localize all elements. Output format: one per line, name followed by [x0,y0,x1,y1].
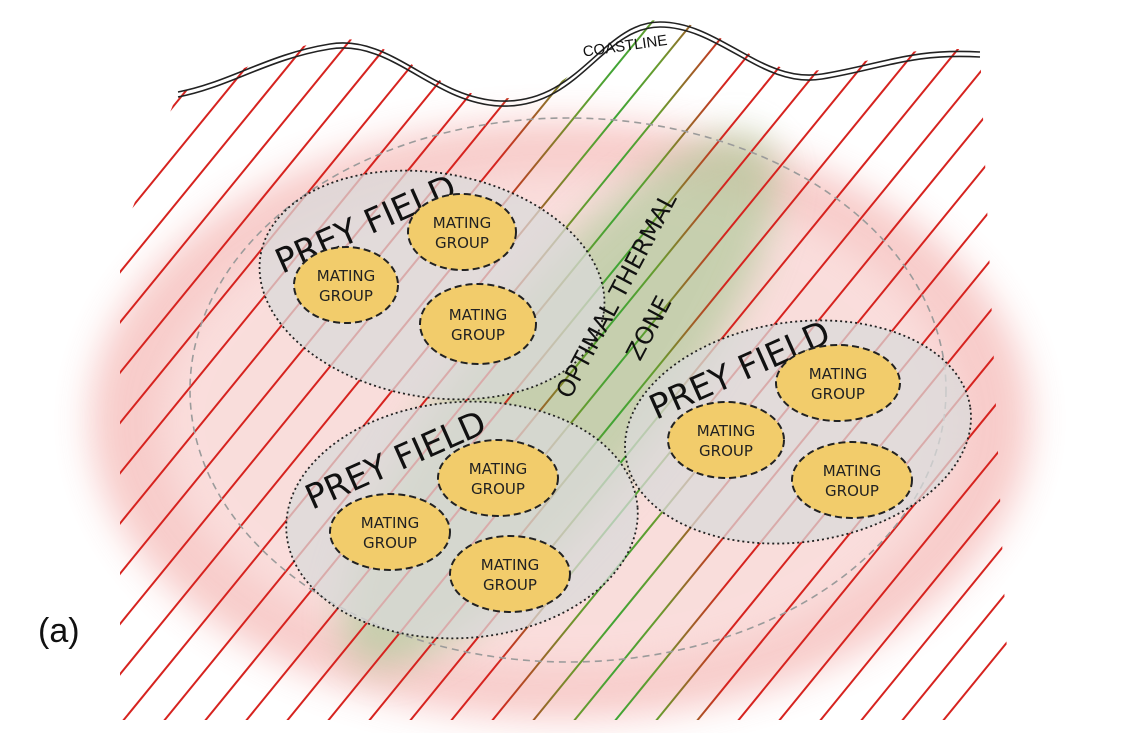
mating-group-line2: GROUP [435,234,489,252]
mating-group-line2: GROUP [451,326,505,344]
mating-group-line1: MATING [809,365,867,383]
mating-group: MATING GROUP [667,401,785,479]
hatch-line [120,20,425,720]
mating-group-line1: MATING [433,214,491,232]
mating-group-line1: MATING [317,267,375,285]
mating-group-line2: GROUP [825,482,879,500]
mating-group-line2: GROUP [811,385,865,403]
hatch-line [120,20,630,720]
mating-group-line2: GROUP [363,534,417,552]
mating-group: MATING GROUP [449,535,571,613]
mating-group-line2: GROUP [471,480,525,498]
mating-group-line1: MATING [823,462,881,480]
hatch-line [120,20,343,720]
hatch-line [120,20,589,720]
mating-group-line1: MATING [697,422,755,440]
mating-group: MATING GROUP [419,283,537,365]
hatch-line [705,20,1010,720]
mating-group-line1: MATING [469,460,527,478]
hatch-line [746,20,1010,720]
mating-group: MATING GROUP [775,344,901,422]
mating-group: MATING GROUP [329,493,451,571]
mating-group-line1: MATING [361,514,419,532]
mating-group: MATING GROUP [293,246,399,324]
mating-group: MATING GROUP [407,193,517,271]
hatch-line [120,20,302,720]
hatch-line [828,20,1010,720]
hatch-line [120,20,507,720]
mating-group-line1: MATING [481,556,539,574]
hatch-line [869,20,1010,720]
hatch-line [120,20,384,720]
coastline [177,21,981,107]
mating-group-line2: GROUP [319,287,373,305]
hatch-line [254,20,876,720]
hatch-line [120,20,548,720]
mating-group: MATING GROUP [791,441,913,519]
mating-group-line2: GROUP [483,576,537,594]
mating-group-line2: GROUP [699,442,753,460]
hatch-line [664,20,1010,720]
panel-label: (a) [38,612,80,650]
hatch-line [120,20,466,720]
hatch-line [787,20,1010,720]
mating-group: MATING GROUP [437,439,559,517]
mating-group-line1: MATING [449,306,507,324]
